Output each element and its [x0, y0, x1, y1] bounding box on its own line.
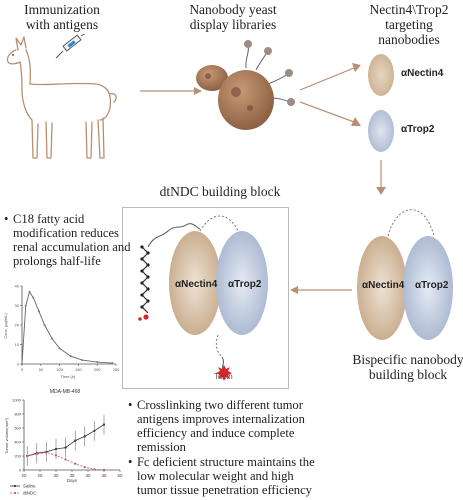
tv-x-tick-label: 40 — [85, 473, 91, 478]
yeast-illustration — [196, 40, 295, 130]
trop2-label-dtndc: αTrop2 — [228, 279, 262, 290]
nectin4-label-dtndc: αNectin4 — [175, 279, 218, 290]
library-label: Nanobody yeast display libraries — [189, 2, 277, 32]
tv-data-point — [83, 466, 86, 469]
pk-ylabel: Conc. (μg/mL) — [3, 313, 8, 339]
arrow-library-to-nectin4 — [300, 63, 361, 91]
pk-y-tick-label: 0 — [17, 362, 20, 367]
tv-y-tick-label: 600 — [14, 426, 21, 431]
pk-y-tick-label: 40 — [15, 284, 20, 289]
tv-data-point — [64, 458, 67, 461]
tv-legend-marker — [13, 484, 17, 488]
pk-data-point — [51, 337, 54, 340]
tv-data-point — [102, 468, 106, 472]
tv-legend-marker — [13, 491, 17, 495]
trop2-nanobody-small — [368, 110, 394, 152]
syringe-icon — [55, 34, 86, 59]
toxin-label: Toxin — [214, 372, 233, 381]
arrow-library-to-trop2 — [300, 101, 361, 126]
nectin4-label-bispecific: αNectin4 — [362, 280, 405, 291]
trop2-label-small: αTrop2 — [401, 124, 435, 135]
tv-data-point — [26, 454, 29, 458]
pk-data-point — [96, 361, 99, 364]
pk-data-point — [81, 359, 84, 362]
tumor-chart: 20 25 30 35 40 45 50 0 200 400 600 800 1000 Days Tum… — [4, 398, 123, 496]
tv-y-tick-label: 400 — [14, 440, 21, 445]
pk-x-tick-label: 250 — [113, 367, 120, 372]
crosslinking-note: • Crosslinking two different tumor antig… — [128, 398, 305, 454]
tv-data-point — [83, 435, 86, 438]
pk-data-point — [24, 304, 27, 307]
tv-data-point — [74, 462, 77, 465]
pk-x-tick-label: 0 — [21, 367, 24, 372]
targeting-label: Nectin4\Trop2 targeting nanobodies — [369, 2, 449, 47]
tv-y-tick-label: 0 — [19, 468, 22, 473]
dtndc-box — [122, 207, 289, 389]
pk-data-point — [37, 310, 40, 313]
tv-y-tick-label: 200 — [14, 454, 21, 459]
tv-x-tick-label: 45 — [101, 473, 107, 478]
pk-data-point — [21, 363, 23, 365]
pk-y-tick-label: 20 — [15, 323, 20, 328]
tv-data-point — [64, 446, 67, 449]
tv-data-point — [54, 447, 58, 451]
pk-x-tick-label: 100 — [56, 367, 63, 372]
pk-x-tick-label: 150 — [75, 367, 82, 372]
pk-data-point — [69, 355, 72, 358]
fc-deficient-note: • Fc deficient structure maintains the l… — [128, 455, 315, 497]
building-block-title: dtNDC building block — [159, 184, 281, 199]
bullet-icon: • — [128, 398, 133, 412]
tv-data-point — [93, 429, 96, 432]
trop2-label-bispecific: αTrop2 — [415, 280, 449, 291]
immunization-label: Immunization with antigens — [24, 2, 100, 32]
bispecific-structure — [357, 209, 453, 340]
nectin4-label-small: αNectin4 — [401, 68, 444, 79]
tv-data-point — [93, 468, 96, 471]
pk-x-tick-label: 200 — [94, 367, 101, 372]
tv-y-tick-label: 800 — [14, 412, 21, 417]
pk-data-point — [28, 290, 31, 293]
tv-ylabel: Tumor volume(mm³) — [4, 417, 9, 454]
bispecific-label: Bispecific nanobody building block — [352, 352, 463, 382]
pk-y-tick-label: 30 — [15, 303, 20, 308]
arrow-bispecific-to-dtndc — [290, 286, 352, 294]
pk-xlabel: Time (h) — [61, 374, 76, 379]
tv-data-point — [54, 454, 58, 457]
arrow-targeting-to-bispecific — [376, 160, 386, 195]
tv-x-tick-label: 30 — [53, 473, 59, 478]
tv-x-tick-label: 35 — [69, 473, 75, 478]
pk-chart: 0 50 100 150 200 250 0 10 20 30 40 Time (h) Conc. … — [3, 284, 120, 380]
nectin4-nanobody-small — [368, 54, 394, 96]
tv-legend-label: dtNDC — [23, 491, 37, 496]
tv-y-tick-label: 1000 — [12, 398, 22, 403]
tv-legend-label: Saline — [23, 484, 36, 489]
tv-x-tick-label: 25 — [37, 473, 43, 478]
tv-xlabel: Days — [67, 478, 78, 483]
arrow-immunization-to-library — [140, 87, 202, 95]
bullet-icon: • — [4, 212, 9, 226]
pk-x-tick-label: 50 — [39, 367, 44, 372]
pk-data-point — [111, 362, 114, 365]
llama-illustration — [6, 36, 117, 159]
pk-data-point — [43, 324, 46, 326]
tv-x-tick-label: 20 — [21, 473, 27, 478]
pk-data-point — [58, 347, 61, 350]
tv-data-point — [45, 451, 48, 454]
tumor-chart-title: MDA-MB-468 — [49, 389, 81, 395]
pk-series-line — [21, 290, 113, 365]
pk-y-tick-label: 10 — [15, 342, 20, 347]
tv-data-point — [102, 423, 106, 426]
tv-data-point — [35, 452, 38, 455]
pk-data-point — [32, 296, 35, 299]
tv-x-tick-label: 50 — [117, 473, 123, 478]
c18-note: • C18 fatty acid modification reduces re… — [4, 212, 131, 268]
tv-data-point — [74, 439, 77, 442]
bullet-icon: • — [128, 455, 133, 469]
dtndc-structure — [138, 215, 268, 381]
